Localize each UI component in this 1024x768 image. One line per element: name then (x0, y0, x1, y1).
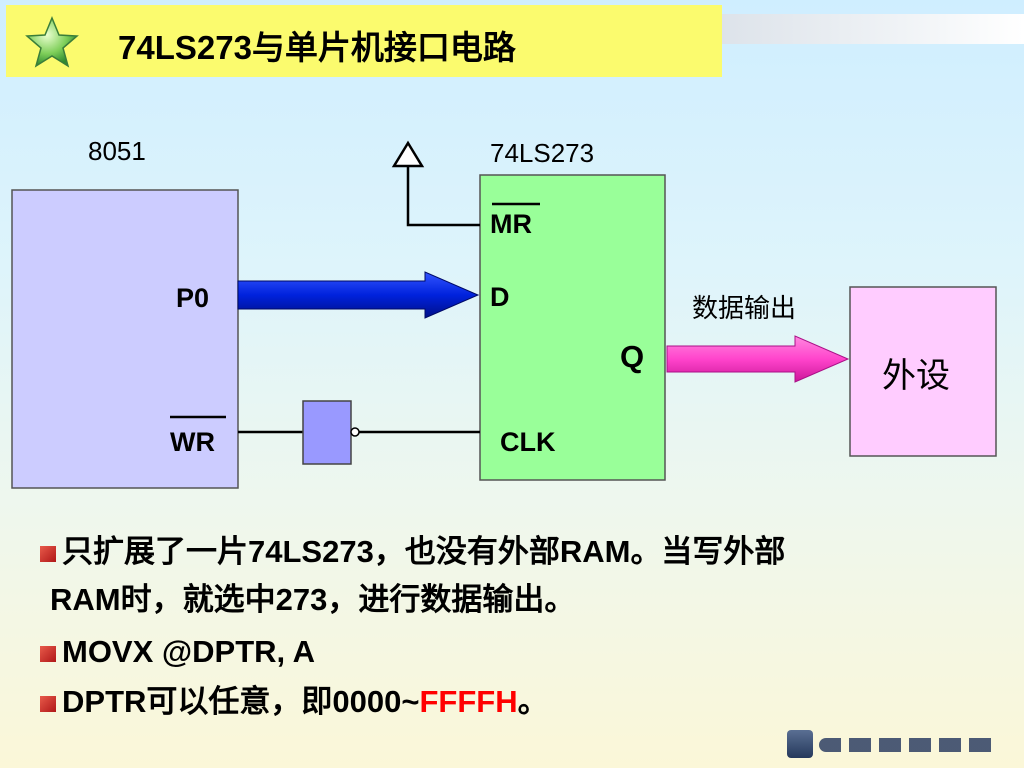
star-icon (25, 16, 79, 68)
vcc-triangle-icon (391, 140, 425, 168)
university-calligraphy (819, 738, 999, 752)
bullet-3-tilde: ~ (401, 684, 420, 719)
bullet-1-text-a: 只扩展了一片 (62, 534, 248, 569)
pin-p0-label: P0 (176, 283, 209, 313)
bullet-item-1: 只扩展了一片74LS273，也没有外部RAM。当写外部 RAM时，就选中273，… (40, 528, 1010, 624)
bullet-1-text-d: 时，就选中 (120, 582, 276, 617)
bullet-1-ram: RAM (559, 534, 631, 569)
data-bus-arrow (237, 271, 480, 319)
red-square-bullet-icon (40, 696, 56, 712)
bullet-1-chip: 74LS273 (248, 534, 374, 569)
inverter-bubble (350, 427, 360, 437)
mcu-8051-block (11, 189, 239, 489)
bullet-3-period: 。 (517, 684, 549, 719)
title-bar: 74LS273与单片机接口电路 (6, 5, 722, 77)
bullet-1-text-c: 。当写外部 (630, 534, 786, 569)
bullet-3-start: 0000 (332, 684, 402, 719)
inverter-gate (302, 400, 352, 465)
page-title: 74LS273与单片机接口电路 (118, 29, 516, 66)
bullet-3-text: 可以任意，即 (146, 684, 333, 719)
bullet-3-dptr: DPTR (62, 684, 147, 719)
red-square-bullet-icon (40, 646, 56, 662)
decorative-stripe (720, 14, 1024, 44)
mcu-label: 8051 (88, 136, 146, 166)
peripheral-block (849, 286, 997, 457)
bullet-3-end: FFFFH (419, 684, 518, 719)
bullet-1-text-e: ，进行数据输出。 (327, 582, 576, 617)
bullet-item-2: MOVX @DPTR, A (40, 630, 1010, 674)
bullet-2-instruction: MOVX @DPTR, A (62, 634, 315, 669)
bullet-item-3: DPTR可以任意，即0000~FFFFH。 (40, 680, 1010, 724)
peripheral-label: 外设 (882, 356, 950, 396)
mr-pullup-wire (406, 166, 480, 227)
data-out-label: 数据输出 (692, 294, 796, 324)
latch-74ls273-block (479, 174, 666, 481)
circuit-diagram: 8051 P0 WR 74LS273 MR D Q CLK 数据输出 外设 (11, 136, 997, 489)
latch-label: 74LS273 (490, 138, 594, 168)
red-square-bullet-icon (40, 546, 56, 562)
output-arrow (666, 335, 850, 383)
bullet-list: 只扩展了一片74LS273，也没有外部RAM。当写外部 RAM时，就选中273，… (40, 528, 1010, 724)
pin-d-label: D (490, 282, 510, 312)
university-emblem-icon (787, 730, 813, 758)
bullet-1-ram-2: RAM (50, 582, 121, 617)
bullet-1-text-b: ，也没有外部 (373, 534, 560, 569)
pin-mr-label: MR (490, 209, 532, 239)
university-logo (787, 728, 1003, 762)
bullet-1-chip-2: 273 (275, 582, 328, 617)
pin-q-label: Q (620, 339, 644, 374)
pin-wr-label: WR (170, 427, 215, 457)
pin-clk-label: CLK (500, 427, 556, 457)
